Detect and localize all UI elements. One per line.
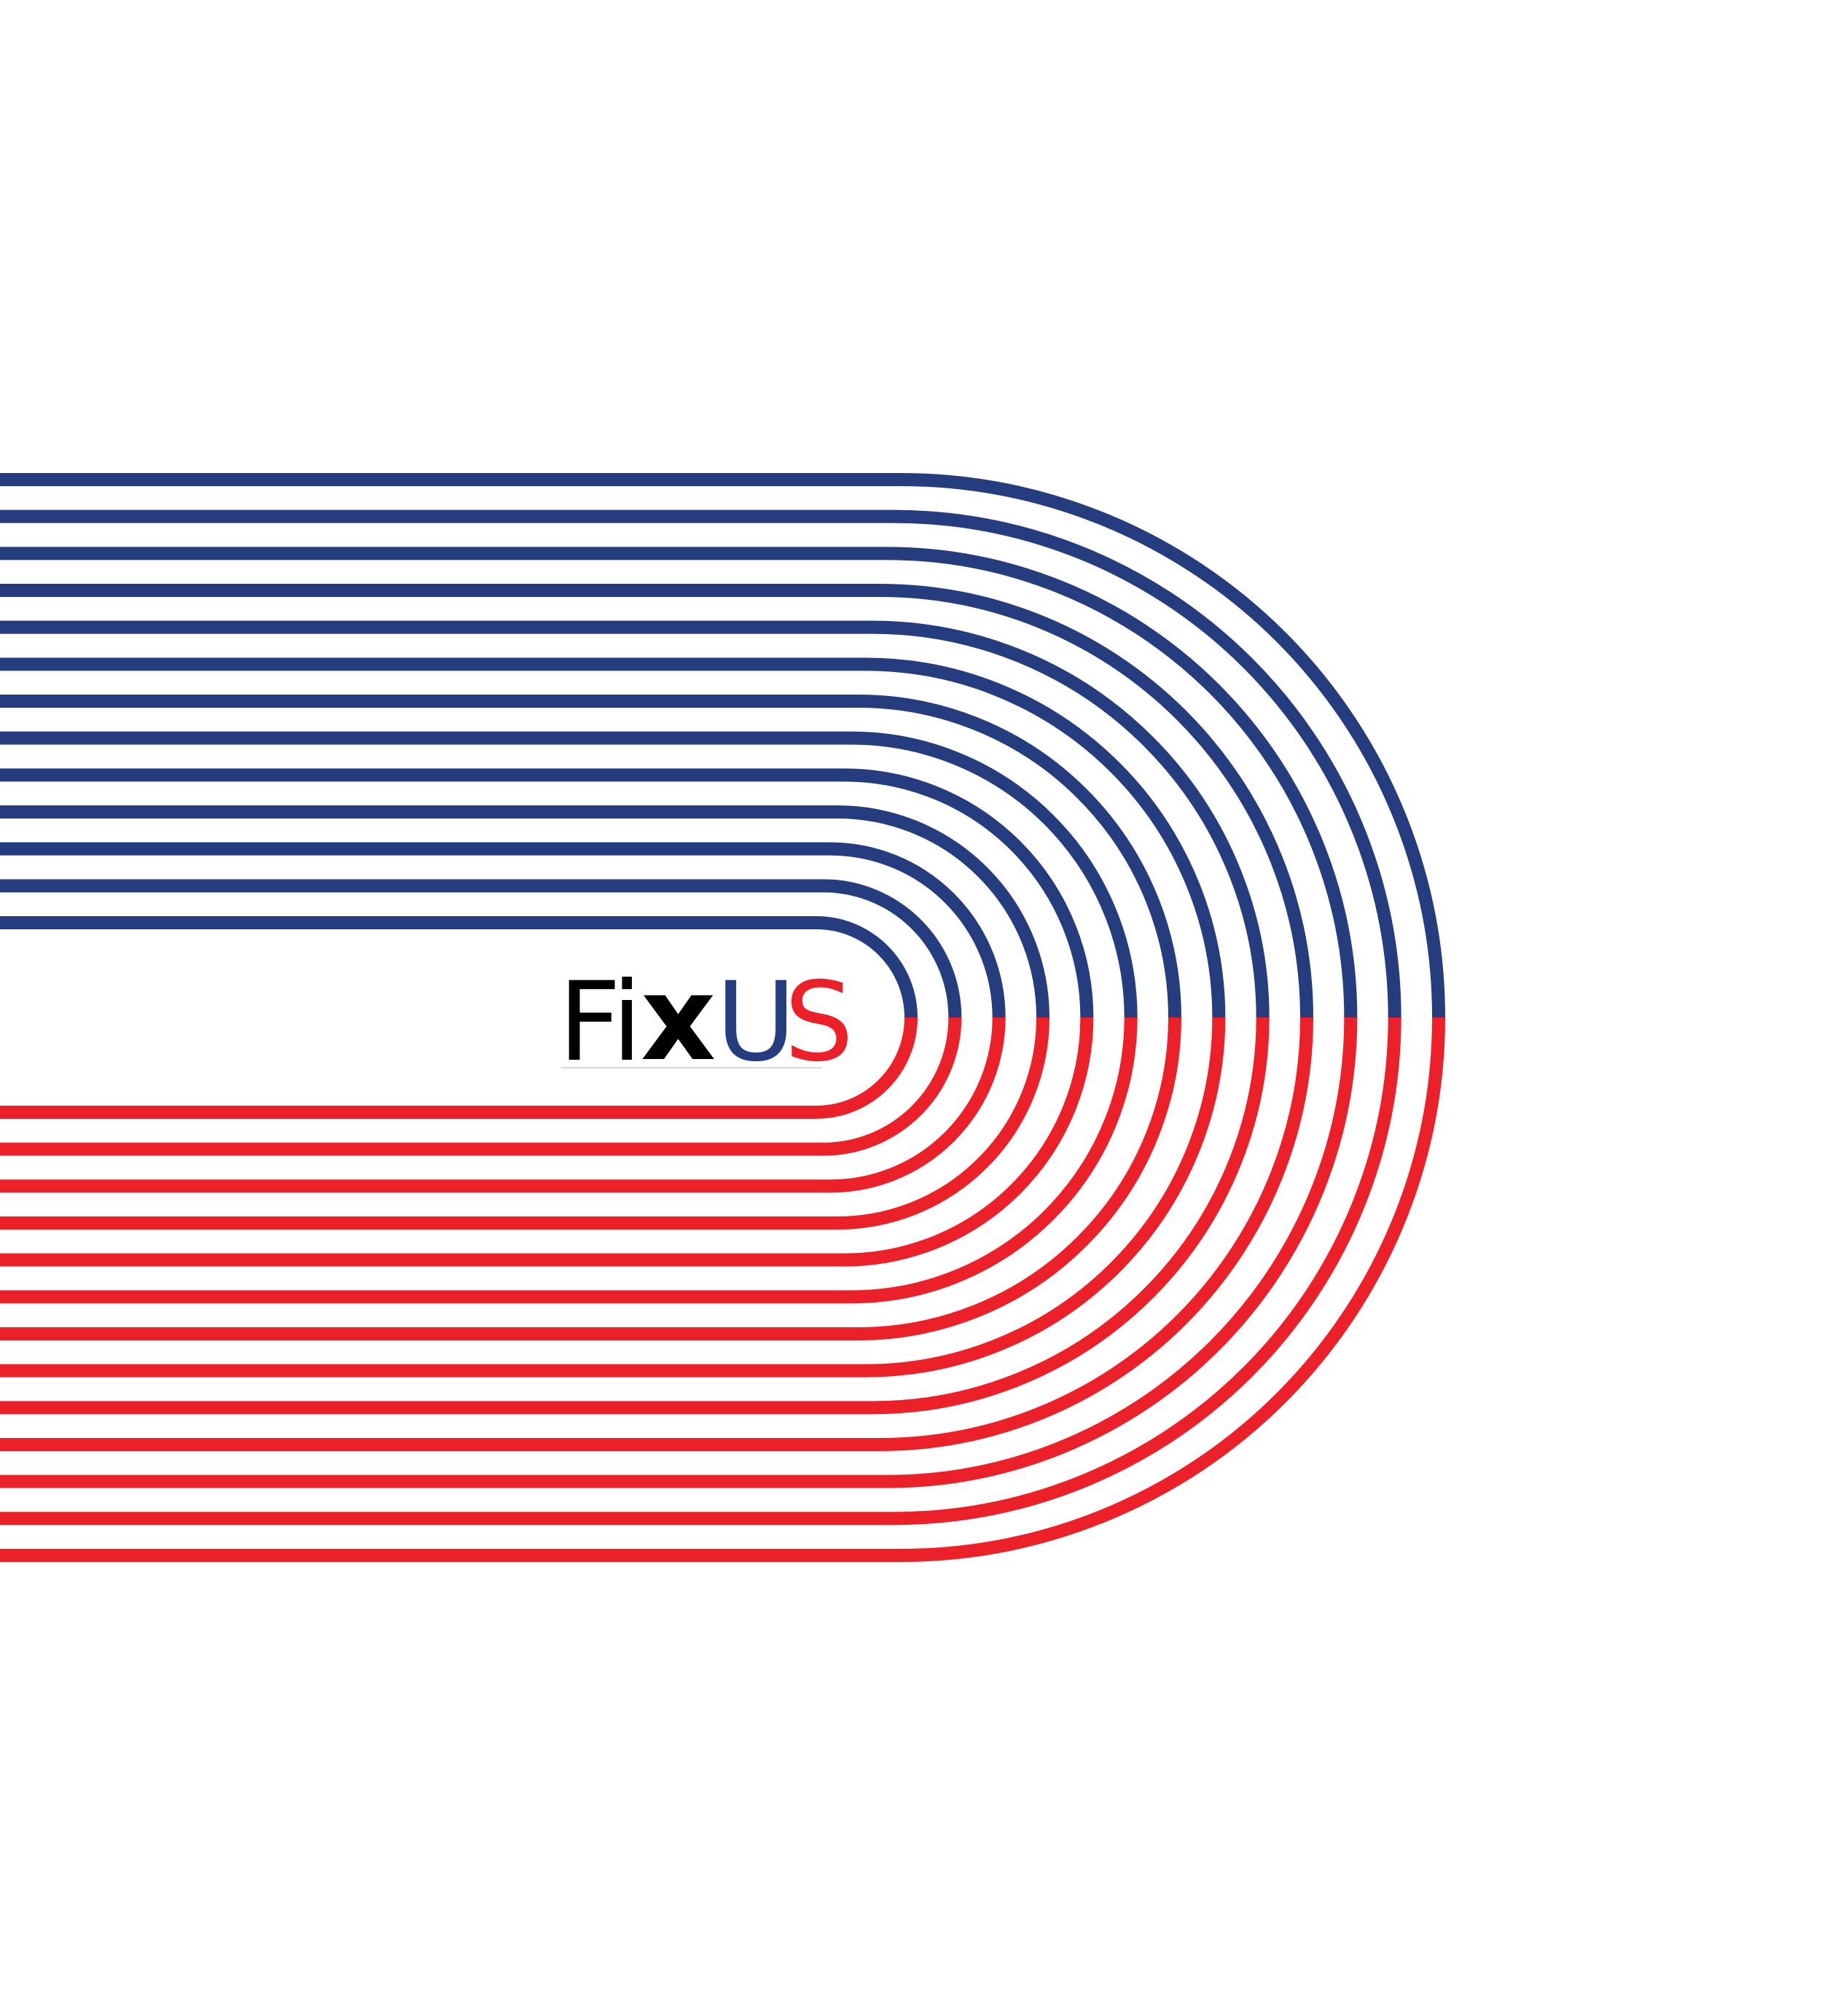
blue-stripe: [0, 805, 1049, 1018]
blue-stripe: [0, 731, 1138, 1018]
red-stripe: [0, 1017, 962, 1156]
logo-text-fi: Fi: [558, 959, 642, 1086]
blue-stripe: [0, 768, 1094, 1018]
red-stripe: [0, 1017, 1401, 1525]
red-stripe: [0, 1017, 1049, 1230]
blue-stripe: [0, 584, 1313, 1018]
logo-text-x: x: [641, 950, 716, 1087]
blue-stripe-group: [0, 473, 1445, 1018]
blue-stripe: [0, 842, 1006, 1018]
blue-stripe: [0, 509, 1401, 1018]
blue-stripe: [0, 547, 1358, 1018]
blue-stripe: [0, 695, 1181, 1018]
red-stripe: [0, 1017, 1445, 1562]
blue-stripe: [0, 620, 1270, 1018]
red-stripe: [0, 1017, 1181, 1340]
blue-stripe: [0, 916, 918, 1018]
red-stripe: [0, 1017, 1138, 1304]
blue-stripe: [0, 657, 1226, 1018]
logo-underline: [561, 1067, 822, 1068]
blue-stripe: [0, 879, 962, 1018]
red-stripe-group: [0, 1017, 1445, 1562]
red-stripe: [0, 1017, 1094, 1267]
red-stripe: [0, 1017, 1006, 1193]
logo-text-u: U: [716, 959, 796, 1086]
red-stripe: [0, 1017, 1313, 1451]
red-stripe: [0, 1017, 1226, 1378]
red-stripe: [0, 1017, 918, 1119]
logo-text-s: S: [784, 959, 853, 1086]
fixus-logo: Fi x U S: [558, 950, 853, 1087]
red-stripe: [0, 1017, 1270, 1415]
red-stripe: [0, 1017, 1358, 1488]
blue-stripe: [0, 473, 1445, 1018]
